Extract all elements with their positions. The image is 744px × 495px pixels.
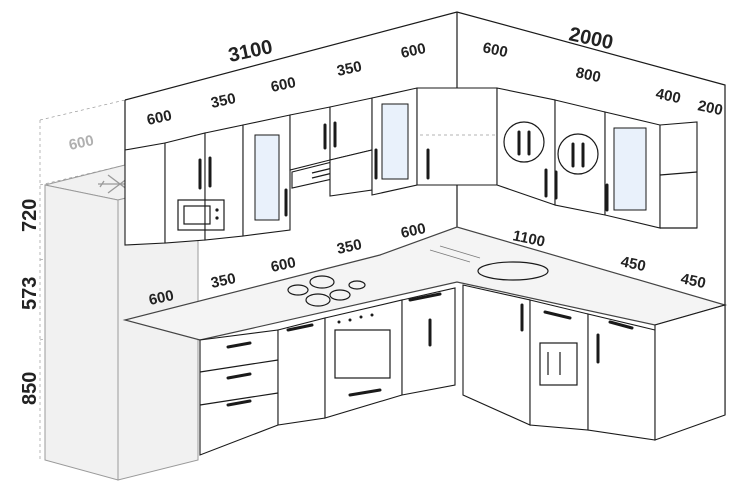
label-counter-left-seg: 600 [269,254,297,276]
label-counter-left-seg: 350 [209,270,237,292]
cutlery-icon [557,133,599,175]
microwave-icon [177,199,225,231]
label-counter-right-seg: 1100 [511,227,546,250]
upper-left-cabinets [124,87,418,246]
dimension-labels: 3100 2000 600 350 600 350 600 600 800 40… [19,23,724,405]
label-counter-right-seg: 450 [619,253,647,275]
cooktop-icon [287,275,366,307]
label-upper-right-seg: 600 [481,39,509,61]
label-upper-left-seg: 600 [269,74,297,96]
glass-door [381,103,409,180]
label-counter-left-seg: 600 [399,220,427,242]
label-height-mid: 573 [19,277,41,310]
label-fridge-depth: 600 [67,132,95,154]
label-counter-left-seg: 350 [335,236,363,258]
label-upper-left-seg: 600 [145,107,173,129]
lower-left-cabinets [199,287,456,456]
label-upper-left-seg: 350 [335,58,363,80]
label-counter-right-seg: 450 [679,270,707,292]
label-height-upper: 720 [19,199,41,232]
label-upper-right-seg: 400 [654,85,682,107]
label-upper-left-seg: 600 [399,40,427,62]
label-upper-right-seg: 800 [574,64,602,86]
label-height-base: 850 [19,372,41,405]
glass-door [254,134,280,221]
upper-right-cabinets [416,87,698,229]
label-upper-left-seg: 350 [209,90,237,112]
label-counter-left-seg: 600 [147,287,175,309]
oven-icon [324,299,403,419]
fridge [44,164,199,481]
label-upper-right-total: 2000 [567,23,615,54]
label-upper-right-seg: 200 [696,97,724,119]
sink-icon [477,261,549,281]
cutlery-icon [503,121,545,163]
dishwasher-icon [529,299,589,431]
glass-door [613,127,647,211]
lower-right-cabinets [462,284,726,441]
